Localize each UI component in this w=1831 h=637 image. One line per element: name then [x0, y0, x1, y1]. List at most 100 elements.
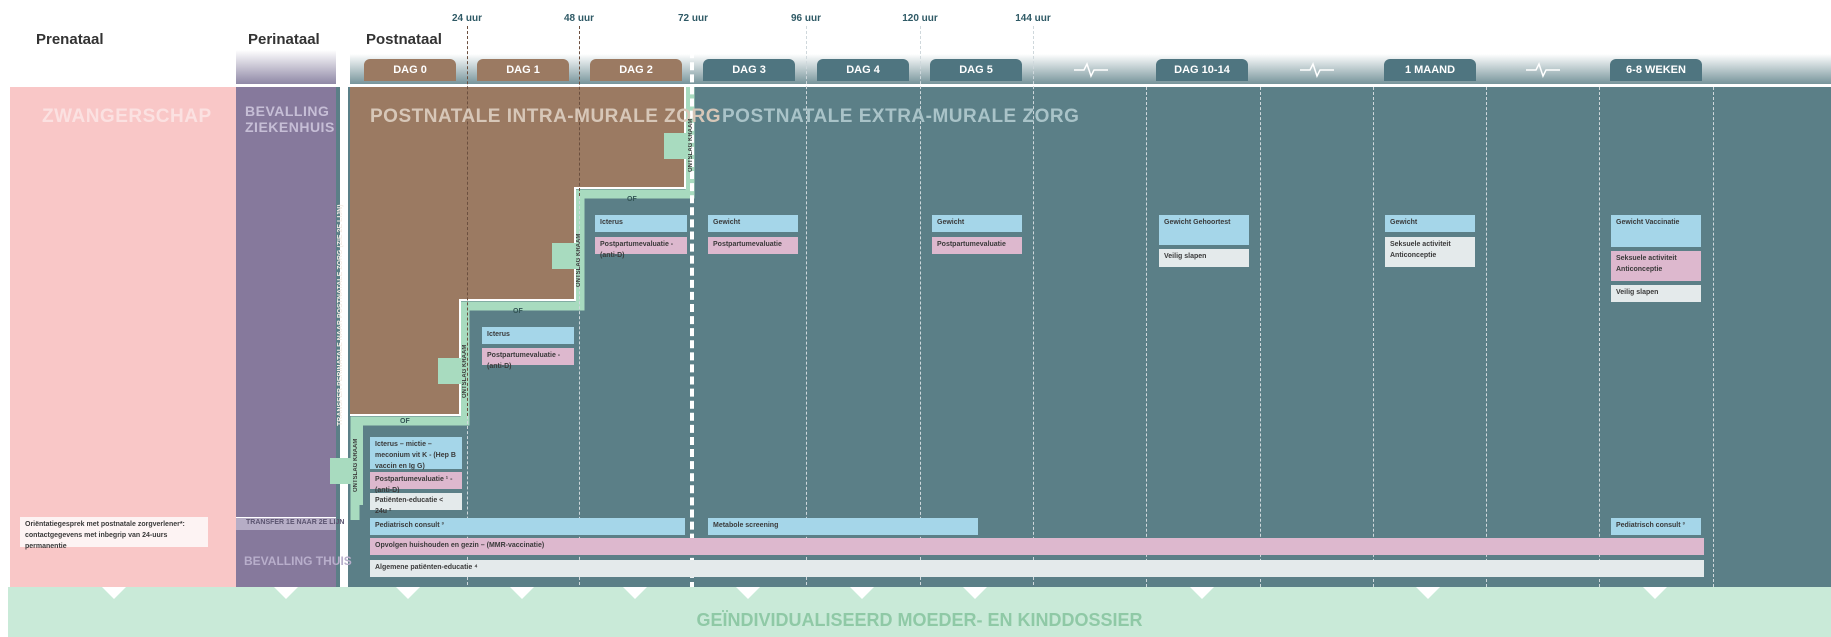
care-box: Gewicht: [1385, 215, 1475, 232]
perinatal-hospital-column: [236, 87, 336, 517]
tab-dag-3[interactable]: DAG 3: [703, 59, 795, 81]
care-box: Veilig slapen: [1159, 249, 1249, 267]
header-postnataal: Postnataal: [366, 31, 442, 48]
pulse-icon: [1526, 62, 1560, 78]
hour-label-120: 120 uur: [902, 13, 938, 24]
tab-1-maand[interactable]: 1 MAAND: [1384, 59, 1476, 81]
care-bar: Pediatrisch consult ³: [1611, 518, 1701, 535]
tab-dag-10-14[interactable]: DAG 10-14: [1156, 59, 1248, 81]
ontslag-bar-1: ONTSLAG KRAAM: [462, 344, 468, 398]
ontslag-marker-2: [552, 243, 578, 269]
of-label: OF: [627, 196, 637, 203]
perinatal-header-band: [236, 50, 336, 84]
care-box: Patiënten-educatie < 24u ²: [370, 493, 462, 515]
header-prenataal: Prenataal: [36, 31, 104, 48]
zone-intramural: POSTNATALE INTRA-MURALE ZORG: [370, 106, 722, 127]
ontslag-marker-1: [438, 358, 464, 384]
dossier-band: [8, 587, 1831, 637]
gridline-d10a: [1146, 87, 1147, 587]
white-path-edge: [350, 87, 686, 416]
care-box: Postpartumevaluatie: [708, 237, 798, 254]
care-bar: Opvolgen huishouden en gezin – (MMR-vacc…: [370, 538, 1704, 555]
hour-label-96: 96 uur: [790, 13, 822, 24]
gridline-48-lower: [579, 196, 580, 590]
care-box: Icterus: [482, 327, 574, 344]
header-divider: [8, 84, 1831, 87]
care-box: Icterus: [595, 215, 687, 232]
prenatal-column: [10, 87, 236, 587]
tab-dag-4[interactable]: DAG 4: [817, 59, 909, 81]
down-arrow-icon: [963, 587, 987, 599]
gridline-144: [1033, 26, 1034, 590]
ontslag-marker-0: [330, 458, 356, 484]
transfer-label: TRANSFER 1E NAAR 2E LIJN: [246, 519, 345, 526]
down-arrow-icon: [396, 587, 420, 599]
pulse-icon: [1300, 62, 1334, 78]
zone-bevalling-ziekenhuis: BEVALLING ZIEKENHUIS: [245, 103, 335, 135]
ontslag-bar-2: ONTSLAG KRAAM: [576, 233, 582, 287]
care-box: Gewicht: [932, 215, 1022, 232]
care-box: Veilig slapen: [1611, 285, 1701, 302]
care-box: Seksuele activiteit Anticonceptie: [1385, 237, 1475, 267]
down-arrow-icon: [623, 587, 647, 599]
down-arrow-icon: [102, 587, 126, 599]
down-arrow-icon: [736, 587, 760, 599]
hour-label-24: 24 uur: [451, 13, 483, 24]
tab-dag-5[interactable]: DAG 5: [930, 59, 1022, 81]
care-box: Postpartumevaluatie - (anti-D): [595, 237, 687, 259]
perinatal-home-column: [236, 530, 336, 587]
of-label: OF: [400, 418, 410, 425]
zone-zwangerschap: ZWANGERSCHAP: [42, 106, 212, 127]
gridline-72: [690, 26, 694, 590]
gridline-d10b: [1260, 87, 1261, 587]
care-bar: Algemene patiënten-educatie ⁴: [370, 560, 1704, 577]
orientation-note: Oriëntatiegesprek met postnatale zorgver…: [20, 517, 208, 550]
gridline-w6b: [1713, 87, 1714, 587]
down-arrow-icon: [1416, 587, 1440, 599]
intramural-area: [350, 87, 685, 415]
white-divider: [340, 87, 348, 587]
care-box: Gewicht: [708, 215, 798, 232]
care-box: Gewicht Gehoortest: [1159, 215, 1249, 245]
green-path: [350, 87, 695, 520]
gridline-24-lower: [467, 416, 468, 590]
care-bar: Metabole screening: [708, 518, 978, 535]
tab-dag-2[interactable]: DAG 2: [590, 59, 682, 81]
gridline-w6a: [1599, 87, 1600, 587]
care-box: Gewicht Vaccinatie: [1611, 215, 1701, 247]
hour-label-72: 72 uur: [677, 13, 709, 24]
ontslag-bar-3: ONTSLAG KRAAM: [688, 118, 694, 172]
tab-dag-0[interactable]: DAG 0: [364, 59, 456, 81]
care-box: Seksuele activiteit Anticonceptie: [1611, 251, 1701, 281]
ontslag-marker-3: [664, 133, 690, 159]
hour-label-48: 48 uur: [563, 13, 595, 24]
gridline-120: [920, 26, 921, 590]
care-box: Postpartumevaluatie - (anti-D): [482, 348, 574, 370]
gridline-m1a: [1373, 87, 1374, 587]
gridline-96: [806, 26, 807, 590]
hour-label-144: 144 uur: [1015, 13, 1051, 24]
tab-dag-1[interactable]: DAG 1: [477, 59, 569, 81]
transfer-vertical-label: TRANSFER PERINATALE NAAR POSTNATALE ZORG…: [337, 204, 344, 426]
down-arrow-icon: [274, 587, 298, 599]
care-box: Postpartumevaluatie: [932, 237, 1022, 254]
down-arrow-icon: [510, 587, 534, 599]
down-arrow-icon: [1190, 587, 1214, 599]
pulse-icon: [1074, 62, 1108, 78]
bevalling-thuis-label: BEVALLING THUIS: [244, 554, 352, 568]
dossier-title: GEÏNDIVIDUALISEERD MOEDER- EN KINDDOSSIE…: [696, 610, 1143, 630]
transfer-band: [236, 518, 336, 530]
care-box: Postpartumevaluatie ¹ - (anti-D): [370, 472, 462, 494]
down-arrow-icon: [850, 587, 874, 599]
ontslag-bar-0: ONTSLAG KRAAM: [353, 425, 363, 505]
tab-6-8-weken[interactable]: 6-8 WEKEN: [1610, 59, 1702, 81]
gridline-24-upper: [467, 26, 468, 416]
gridline-48-upper: [579, 26, 580, 196]
of-label: OF: [513, 308, 523, 315]
header-perinataal: Perinataal: [248, 31, 320, 48]
down-arrow-icon: [1643, 587, 1667, 599]
gridline-m1b: [1486, 87, 1487, 587]
care-box: Icterus – mictie – meconium vit K - (Hep…: [370, 437, 462, 470]
care-bar: Pediatrisch consult ³: [370, 518, 685, 535]
